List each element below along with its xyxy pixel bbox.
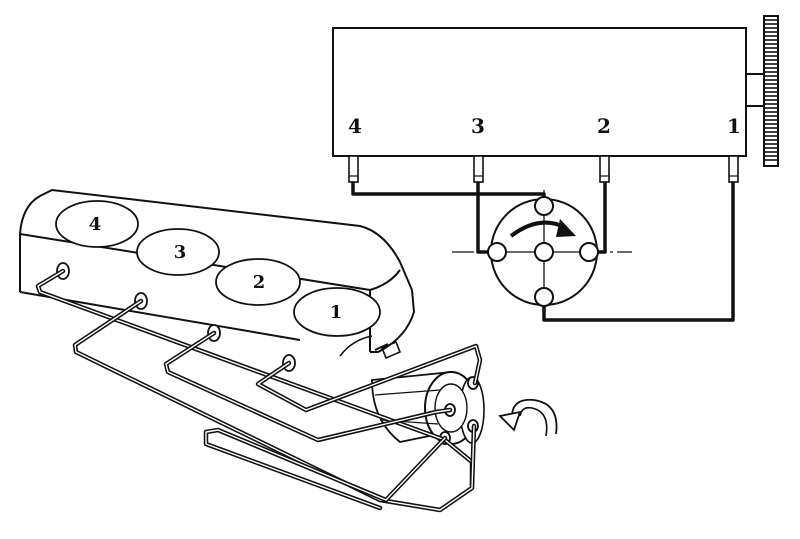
pump-outlet-label-3: 3 [471, 114, 485, 138]
cylinder-label-3: 3 [174, 242, 187, 263]
pump-outlets [348, 155, 739, 183]
rotation-arrow-icon [509, 219, 576, 238]
fuel-line-2 [163, 330, 453, 443]
pump-outlet-label-1: 1 [727, 114, 741, 138]
distributor-pump [371, 371, 558, 445]
cylinder-label-2: 2 [253, 272, 266, 293]
engine-block: 4 3 2 1 [19, 188, 416, 372]
pump-outlet-label-4: 4 [348, 114, 362, 138]
pump-outlet-label-2: 2 [597, 114, 611, 138]
cylinders [55, 200, 381, 337]
fuel-line-1 [255, 343, 483, 413]
rotation-direction-icon [498, 398, 558, 437]
drive-gear [763, 15, 779, 167]
cylinder-label-1: 1 [330, 302, 343, 323]
fuel-line-return [203, 427, 448, 511]
fuel-line-3 [72, 298, 477, 513]
cylinder-label-4: 4 [89, 214, 102, 235]
fuel-lines [35, 268, 483, 513]
injection-pump: 4 3 2 1 [332, 15, 779, 183]
distributor-schematic [351, 182, 735, 322]
